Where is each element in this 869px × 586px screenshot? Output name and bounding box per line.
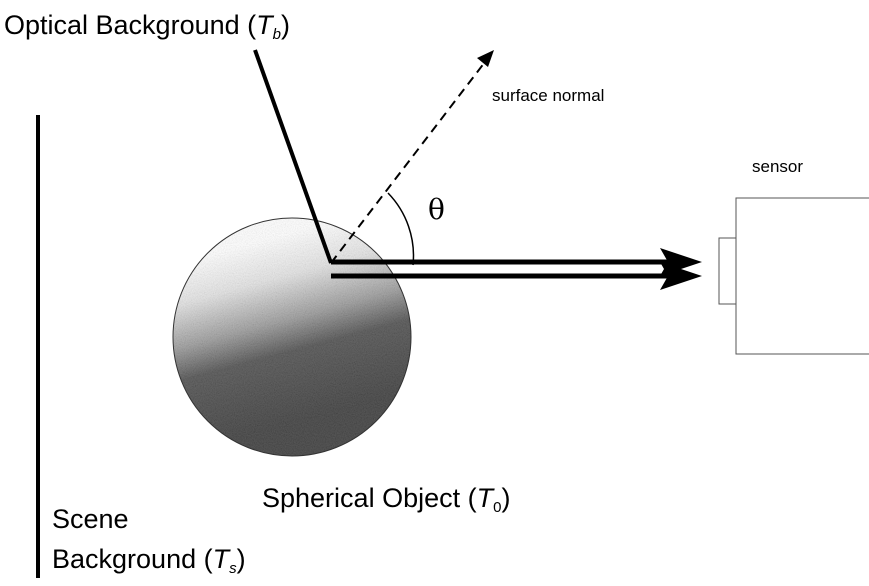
surface-normal-label: surface normal <box>492 86 604 105</box>
scene-background-label-line2: Background (Ts) <box>52 544 246 577</box>
theta-label: θ <box>428 193 445 226</box>
scene-background-label-line1: Scene <box>52 504 129 534</box>
sensor <box>718 197 869 355</box>
sensor-label: sensor <box>752 157 803 176</box>
reflected-ray <box>331 248 702 290</box>
surface-normal-line <box>330 57 489 264</box>
surface-normal-arrowhead <box>477 50 494 67</box>
sensor-aperture <box>718 237 737 305</box>
theta-arc <box>387 192 415 266</box>
spherical-object <box>172 217 412 457</box>
optical-background-label: Optical Background (Tb) <box>4 10 290 43</box>
incident-ray <box>253 49 333 264</box>
spherical-object-label: Spherical Object (T0) <box>262 483 510 516</box>
